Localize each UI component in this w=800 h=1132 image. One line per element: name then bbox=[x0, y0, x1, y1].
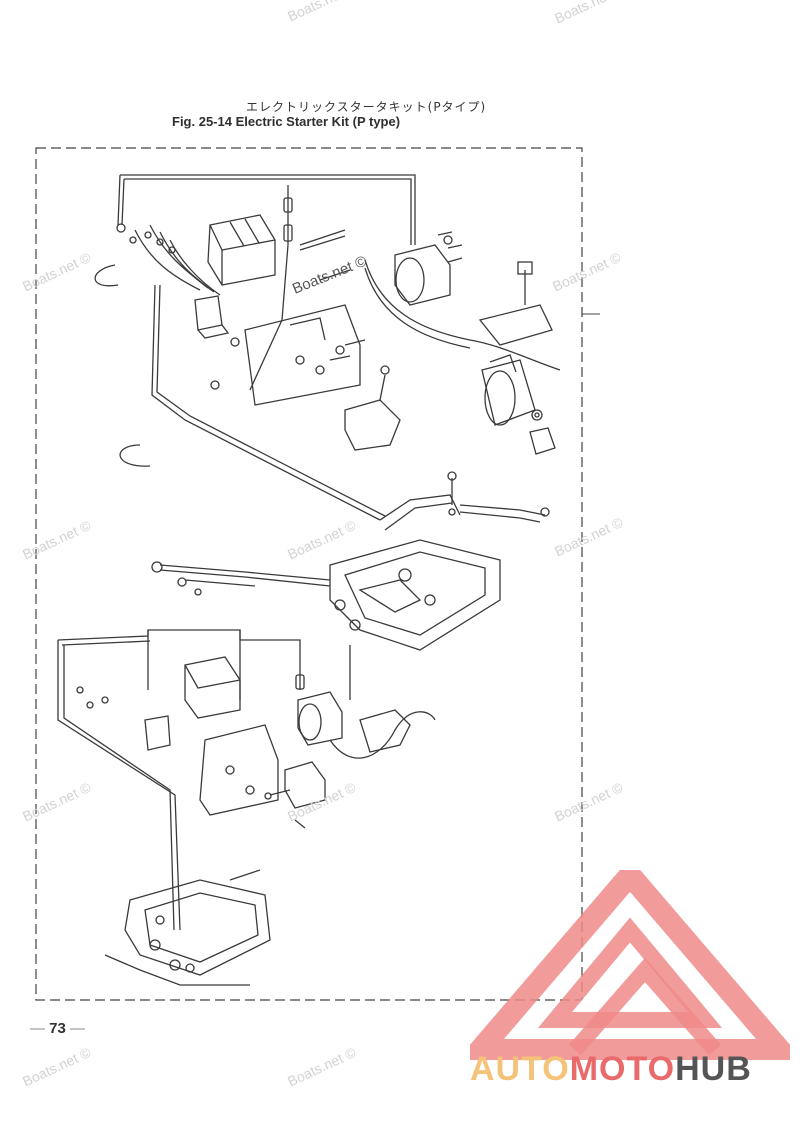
logo-moto: MOTO bbox=[569, 1050, 676, 1088]
automotohub-logo-icon bbox=[470, 870, 790, 1060]
diagram-frame bbox=[35, 147, 583, 1001]
lower-assembly bbox=[57, 629, 436, 986]
page-number-value: 73 bbox=[49, 1020, 66, 1037]
upper-assembly bbox=[94, 174, 561, 521]
figure-title-japanese: エレクトリックスタータキット(Pタイプ) bbox=[246, 100, 487, 114]
middle-assembly bbox=[151, 471, 550, 651]
logo-hub: HUB bbox=[675, 1050, 752, 1088]
page-number: — 73 — bbox=[30, 1020, 86, 1037]
logo-auto: AUTO bbox=[470, 1050, 570, 1088]
figure-title: Fig. 25-14 Electric Starter Kit (P type) bbox=[172, 114, 401, 129]
automotohub-logo: AUTOMOTOHUB bbox=[470, 1050, 752, 1089]
